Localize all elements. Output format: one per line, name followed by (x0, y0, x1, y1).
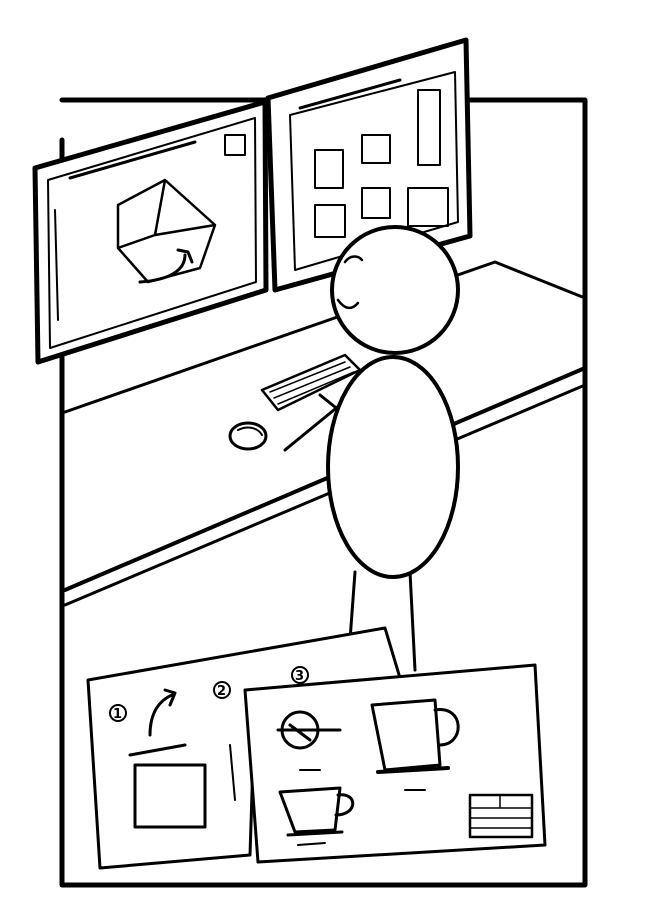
sketch-paper-front (243, 663, 547, 864)
step-number-2: 2 (217, 684, 226, 699)
step-number-3: 3 (295, 669, 304, 684)
left-monitor (32, 99, 269, 365)
right-monitor (265, 37, 473, 293)
desk (63, 260, 587, 607)
mouse (228, 421, 268, 451)
frame (59, 97, 588, 888)
person (283, 225, 460, 672)
step-number-1: 1 (113, 707, 122, 722)
